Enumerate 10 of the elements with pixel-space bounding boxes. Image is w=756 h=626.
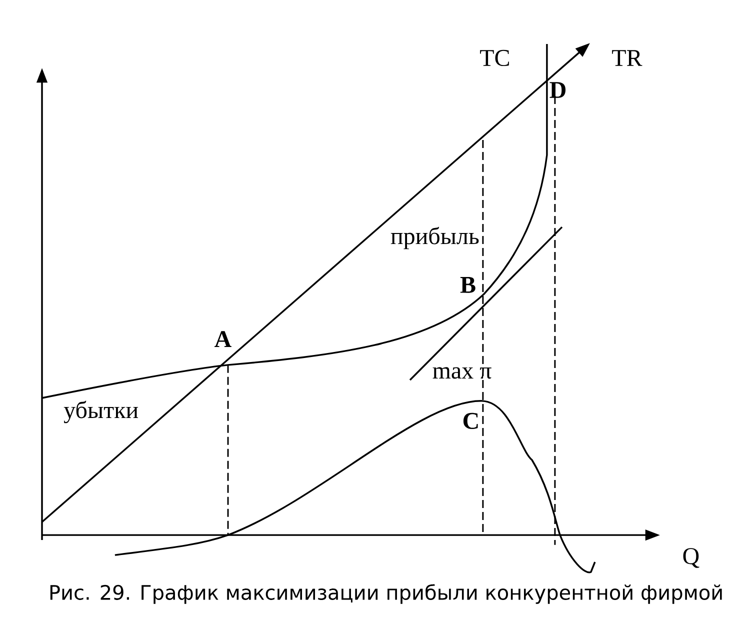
region-label: убытки <box>64 400 138 424</box>
point-label: A <box>214 331 232 347</box>
point-label: C <box>463 412 478 429</box>
curve-label: TC <box>480 50 509 66</box>
figure-caption: Рис. 29. График максимизации прибыли конкурентной фирмой <box>50 584 722 604</box>
point-label: B <box>460 277 476 293</box>
axis-label: Q <box>683 548 700 568</box>
region-label: прибыль <box>390 226 479 250</box>
point-label: D <box>550 82 566 98</box>
curve-label: TR <box>612 50 642 66</box>
